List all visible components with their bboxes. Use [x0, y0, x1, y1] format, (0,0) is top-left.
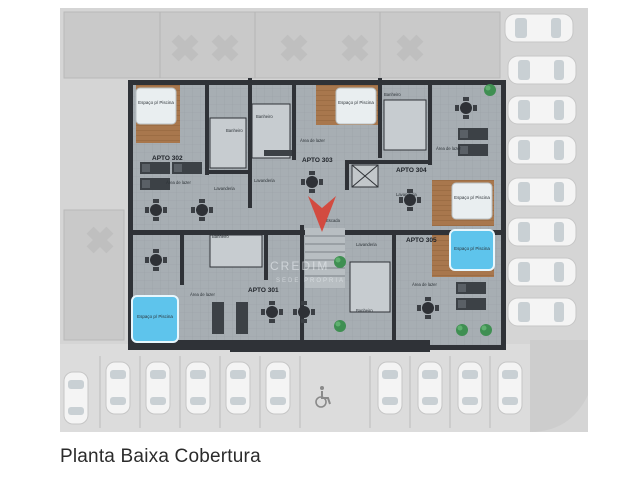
room-label: Área de lazer	[166, 180, 192, 185]
room-label: Lavanderia	[254, 178, 275, 183]
unit-label-301: APTO 301	[248, 287, 279, 294]
car-icons-bottom	[63, 356, 523, 428]
plan-caption: Planta Baixa Cobertura	[60, 446, 261, 467]
lounges	[140, 128, 488, 334]
room-label: Banheiro	[226, 128, 243, 133]
room-label: Banheiro	[356, 308, 373, 313]
unit-label-303: APTO 303	[302, 157, 333, 164]
room-label: Escada	[326, 218, 341, 223]
room-label: Banheiro	[212, 234, 229, 239]
room-label: Área de lazer	[190, 292, 216, 297]
credim-logo: CREDIM SEDE PRÓPRIA	[270, 196, 345, 284]
pool-label: Espaço p/ Piscina	[454, 246, 490, 251]
room-label: Área de lazer	[300, 138, 326, 143]
watermark-main: CREDIM	[270, 259, 329, 273]
room-label: Banheiro	[384, 92, 401, 97]
unit-label-305: APTO 305	[406, 237, 437, 244]
room-label: Lavanderia	[356, 242, 377, 247]
pool-label: Espaço p/ Piscina	[454, 195, 490, 200]
room-label: Banheiro	[256, 114, 273, 119]
wheelchair-icon	[315, 386, 331, 408]
service-rooms	[209, 99, 427, 313]
unit-label-302: APTO 302	[152, 155, 183, 162]
room-label: Lavanderia	[396, 192, 417, 197]
pool-label: Espaço p/ Piscina	[338, 100, 374, 105]
watermark-sub: SEDE PRÓPRIA	[276, 277, 345, 284]
pools	[131, 87, 495, 343]
unit-label-304: APTO 304	[396, 167, 427, 174]
room-label: Área de lazer	[436, 146, 462, 151]
room-label: Área de lazer	[412, 282, 438, 287]
room-label: Lavanderia	[214, 186, 235, 191]
pool-label: Espaço p/ Piscina	[137, 314, 173, 319]
pool-label: Espaço p/ Piscina	[138, 100, 174, 105]
